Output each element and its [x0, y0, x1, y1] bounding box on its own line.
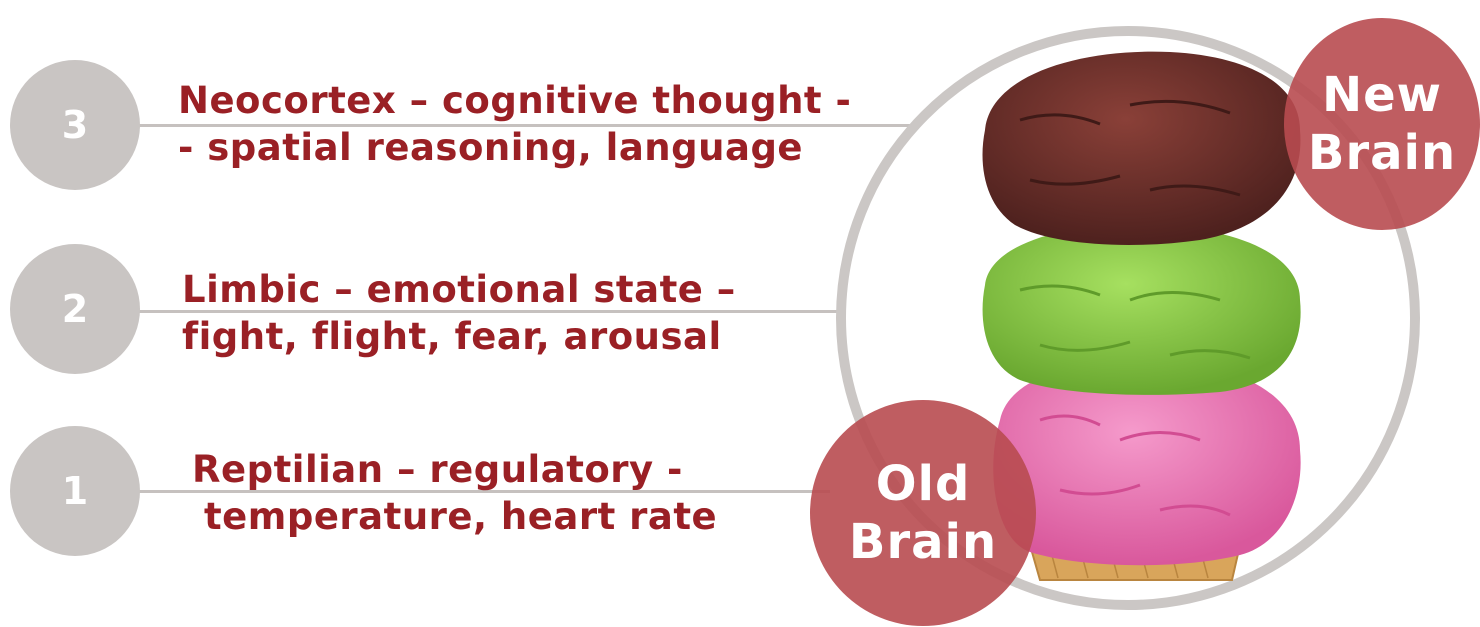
layer-label-limbic: Limbic – emotional state – fight, flight…	[182, 266, 736, 360]
layer-label-line2: - spatial reasoning, language	[178, 124, 851, 171]
badge-line2: Brain	[1308, 124, 1456, 182]
layer-label-line2: fight, flight, fear, arousal	[182, 313, 736, 360]
layer-number-text: 1	[62, 469, 88, 513]
layer-label-line1: Neocortex – cognitive thought -	[178, 77, 851, 124]
badge-line1: New	[1322, 66, 1442, 124]
layer-label-line1: Limbic – emotional state –	[182, 266, 736, 313]
layer-label-reptilian: Reptilian – regulatory - temperature, he…	[192, 446, 717, 540]
layer-number-text: 3	[62, 103, 88, 147]
badge-line1: Old	[876, 455, 971, 513]
layer-label-line1: Reptilian – regulatory -	[192, 446, 717, 493]
badge-line2: Brain	[849, 513, 997, 571]
layer-number-1: 1	[10, 426, 140, 556]
layer-number-2: 2	[10, 244, 140, 374]
chocolate-scoop	[983, 52, 1301, 245]
layer-label-neocortex: Neocortex – cognitive thought - - spatia…	[178, 77, 851, 171]
old-brain-badge: Old Brain	[810, 400, 1036, 626]
new-brain-badge: New Brain	[1284, 18, 1480, 230]
layer-label-line2: temperature, heart rate	[192, 493, 717, 540]
layer-number-text: 2	[62, 287, 88, 331]
layer-number-3: 3	[10, 60, 140, 190]
lime-scoop	[983, 224, 1301, 395]
